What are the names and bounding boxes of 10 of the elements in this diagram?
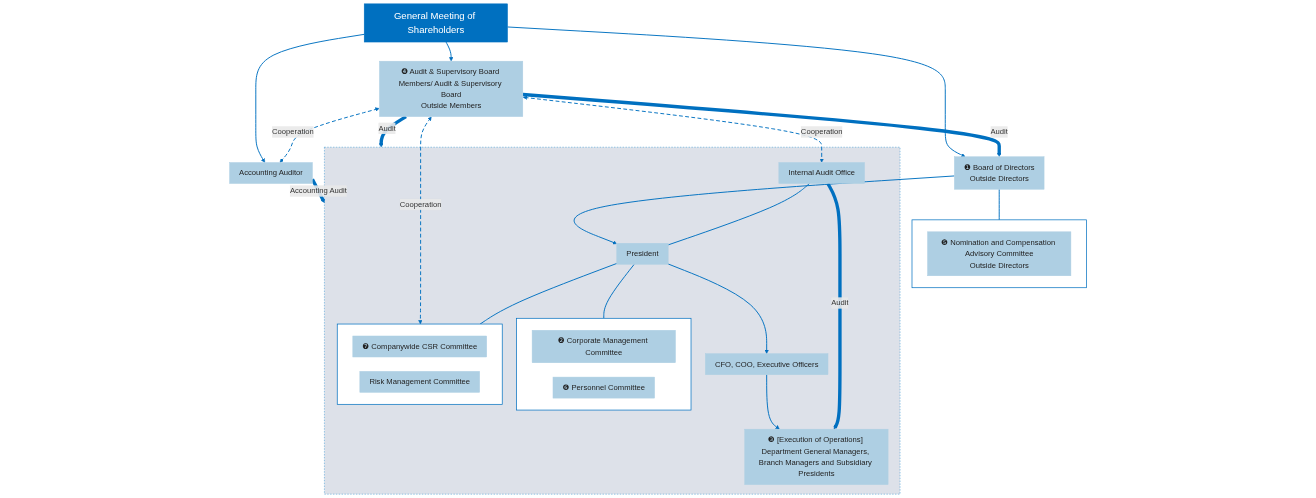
node-box: General Meeting of Shareholders: [363, 3, 508, 43]
connector: [479, 262, 618, 325]
connector: [998, 188, 1000, 221]
cluster: [516, 317, 692, 411]
connector: [667, 183, 810, 246]
cluster: [336, 323, 503, 405]
connector: [603, 263, 635, 319]
arrow: [826, 182, 842, 430]
cluster: [911, 219, 1087, 289]
arrow: [522, 92, 1002, 157]
